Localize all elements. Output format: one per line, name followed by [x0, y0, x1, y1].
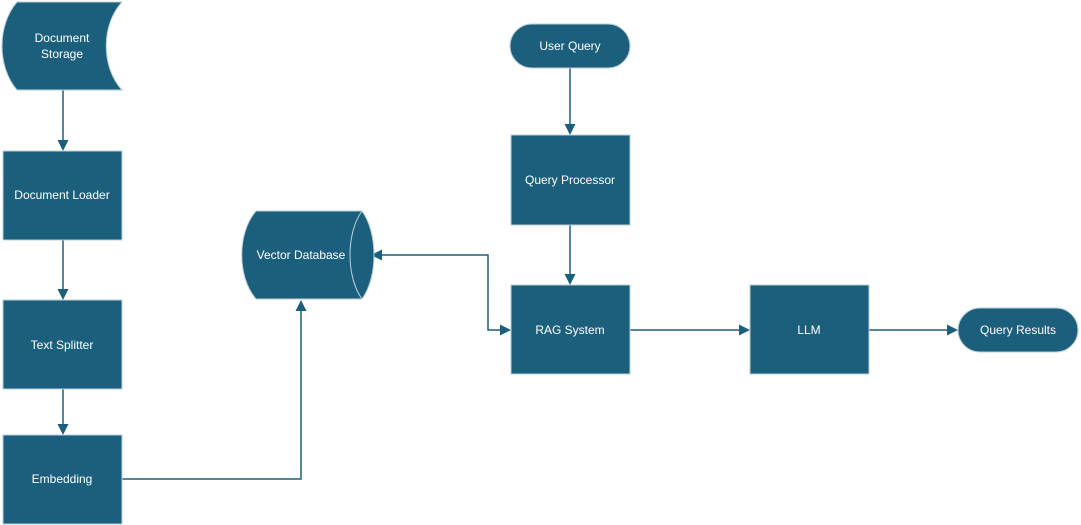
- edge-processor-to-rag: [564, 225, 576, 285]
- edge-loader-to-splitter: [57, 240, 69, 300]
- node-query-results[interactable]: Query Results: [957, 307, 1079, 353]
- edge-embedding-to-vector-db: [122, 300, 307, 480]
- connectors: [57, 68, 958, 480]
- node-embedding-label: Embedding: [32, 472, 93, 486]
- edge-rag-to-llm: [630, 324, 750, 336]
- node-text-splitter-label: Text Splitter: [31, 338, 94, 352]
- node-vector-database-label: Vector Database: [257, 248, 346, 262]
- edge-splitter-to-embedding: [57, 389, 69, 435]
- node-text-splitter[interactable]: Text Splitter: [2, 299, 123, 390]
- edge-storage-to-loader: [57, 90, 69, 151]
- node-document-storage[interactable]: Document Storage: [1, 1, 124, 91]
- node-rag-system-label: RAG System: [535, 323, 604, 337]
- node-document-loader[interactable]: Document Loader: [2, 150, 123, 241]
- node-llm[interactable]: LLM: [749, 284, 870, 375]
- edge-llm-to-results: [869, 324, 958, 336]
- node-query-results-label: Query Results: [980, 323, 1056, 337]
- node-user-query-label: User Query: [539, 39, 600, 53]
- node-document-storage-label-line2: Storage: [41, 47, 83, 61]
- node-query-processor[interactable]: Query Processor: [510, 134, 631, 226]
- node-embedding[interactable]: Embedding: [2, 434, 123, 525]
- edge-rag-vector-db: [371, 249, 511, 336]
- node-document-loader-label: Document Loader: [14, 188, 109, 202]
- edge-userquery-to-processor: [564, 68, 576, 135]
- vector-database-cylinder-edge: [349, 210, 363, 300]
- node-llm-label: LLM: [797, 323, 820, 337]
- node-vector-database[interactable]: Vector Database: [241, 210, 375, 300]
- node-document-storage-label-line1: Document: [35, 31, 90, 45]
- node-user-query[interactable]: User Query: [509, 23, 631, 69]
- node-rag-system[interactable]: RAG System: [510, 284, 631, 375]
- node-query-processor-label: Query Processor: [525, 173, 615, 187]
